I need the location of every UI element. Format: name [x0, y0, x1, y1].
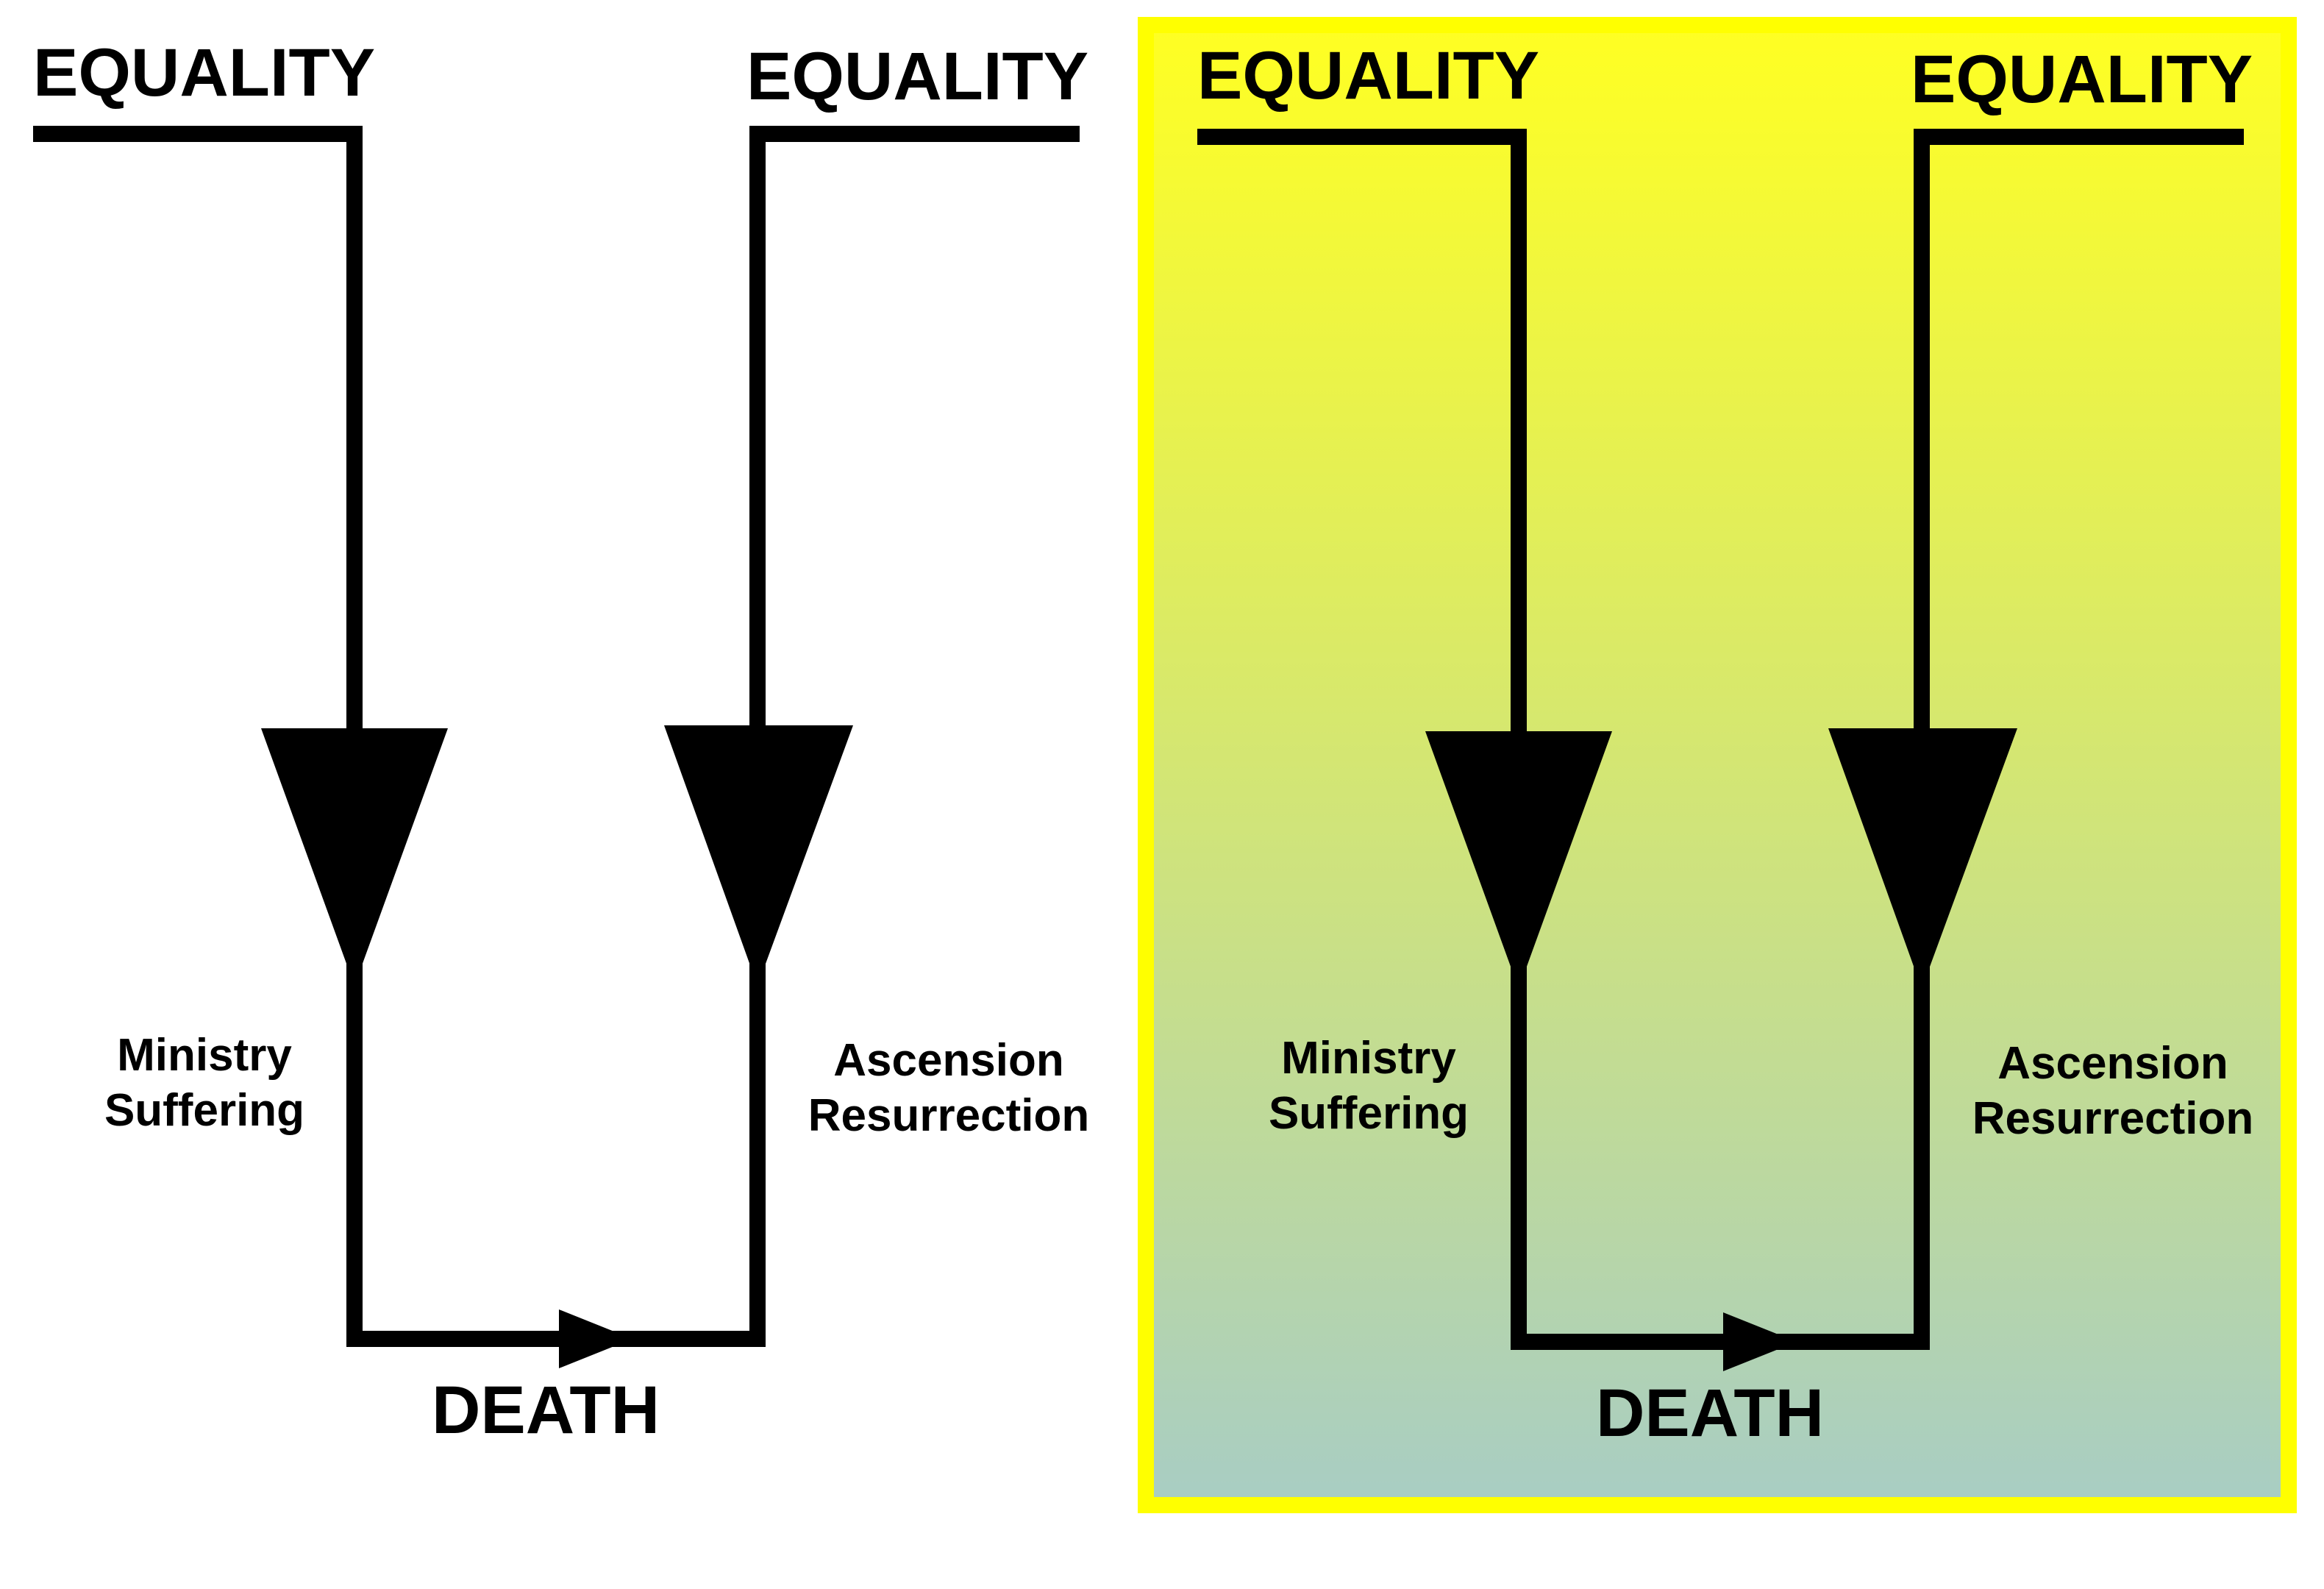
death-right-arrowhead	[559, 1309, 632, 1368]
death-right-arrowhead	[1723, 1312, 1797, 1371]
left-descending-path	[1197, 129, 2244, 1350]
right-down-arrowhead	[1828, 728, 2017, 989]
suffering-label: Suffering	[104, 1085, 304, 1136]
death-label: DEATH	[1596, 1376, 1824, 1451]
death-label: DEATH	[432, 1373, 660, 1448]
equality-label-top-left: EQUALITY	[33, 35, 375, 110]
suffering-label: Suffering	[1269, 1088, 1469, 1139]
ministry-label: Ministry	[117, 1030, 292, 1081]
resurrection-label: Resurrection	[808, 1090, 1089, 1141]
highlight-panel-background	[1138, 17, 2297, 1513]
panel-plain: EQUALITY EQUALITY Ministry Suffering Asc…	[33, 35, 1089, 1448]
left-down-arrowhead	[261, 728, 448, 986]
left-descending-path	[33, 126, 1080, 1347]
equality-label-top-left: EQUALITY	[1197, 38, 1539, 113]
equality-label-top-right: EQUALITY	[1911, 42, 2253, 117]
resurrection-label: Resurrection	[1972, 1093, 2253, 1144]
ascension-label: Ascension	[833, 1035, 1064, 1086]
equality-label-top-right: EQUALITY	[746, 39, 1088, 114]
panel-highlighted: EQUALITY EQUALITY Ministry Suffering Asc…	[1197, 38, 2253, 1451]
left-down-arrowhead	[1425, 731, 1612, 989]
right-down-arrowhead	[664, 725, 853, 986]
ascension-label: Ascension	[1997, 1038, 2228, 1089]
ministry-label: Ministry	[1281, 1033, 1456, 1084]
